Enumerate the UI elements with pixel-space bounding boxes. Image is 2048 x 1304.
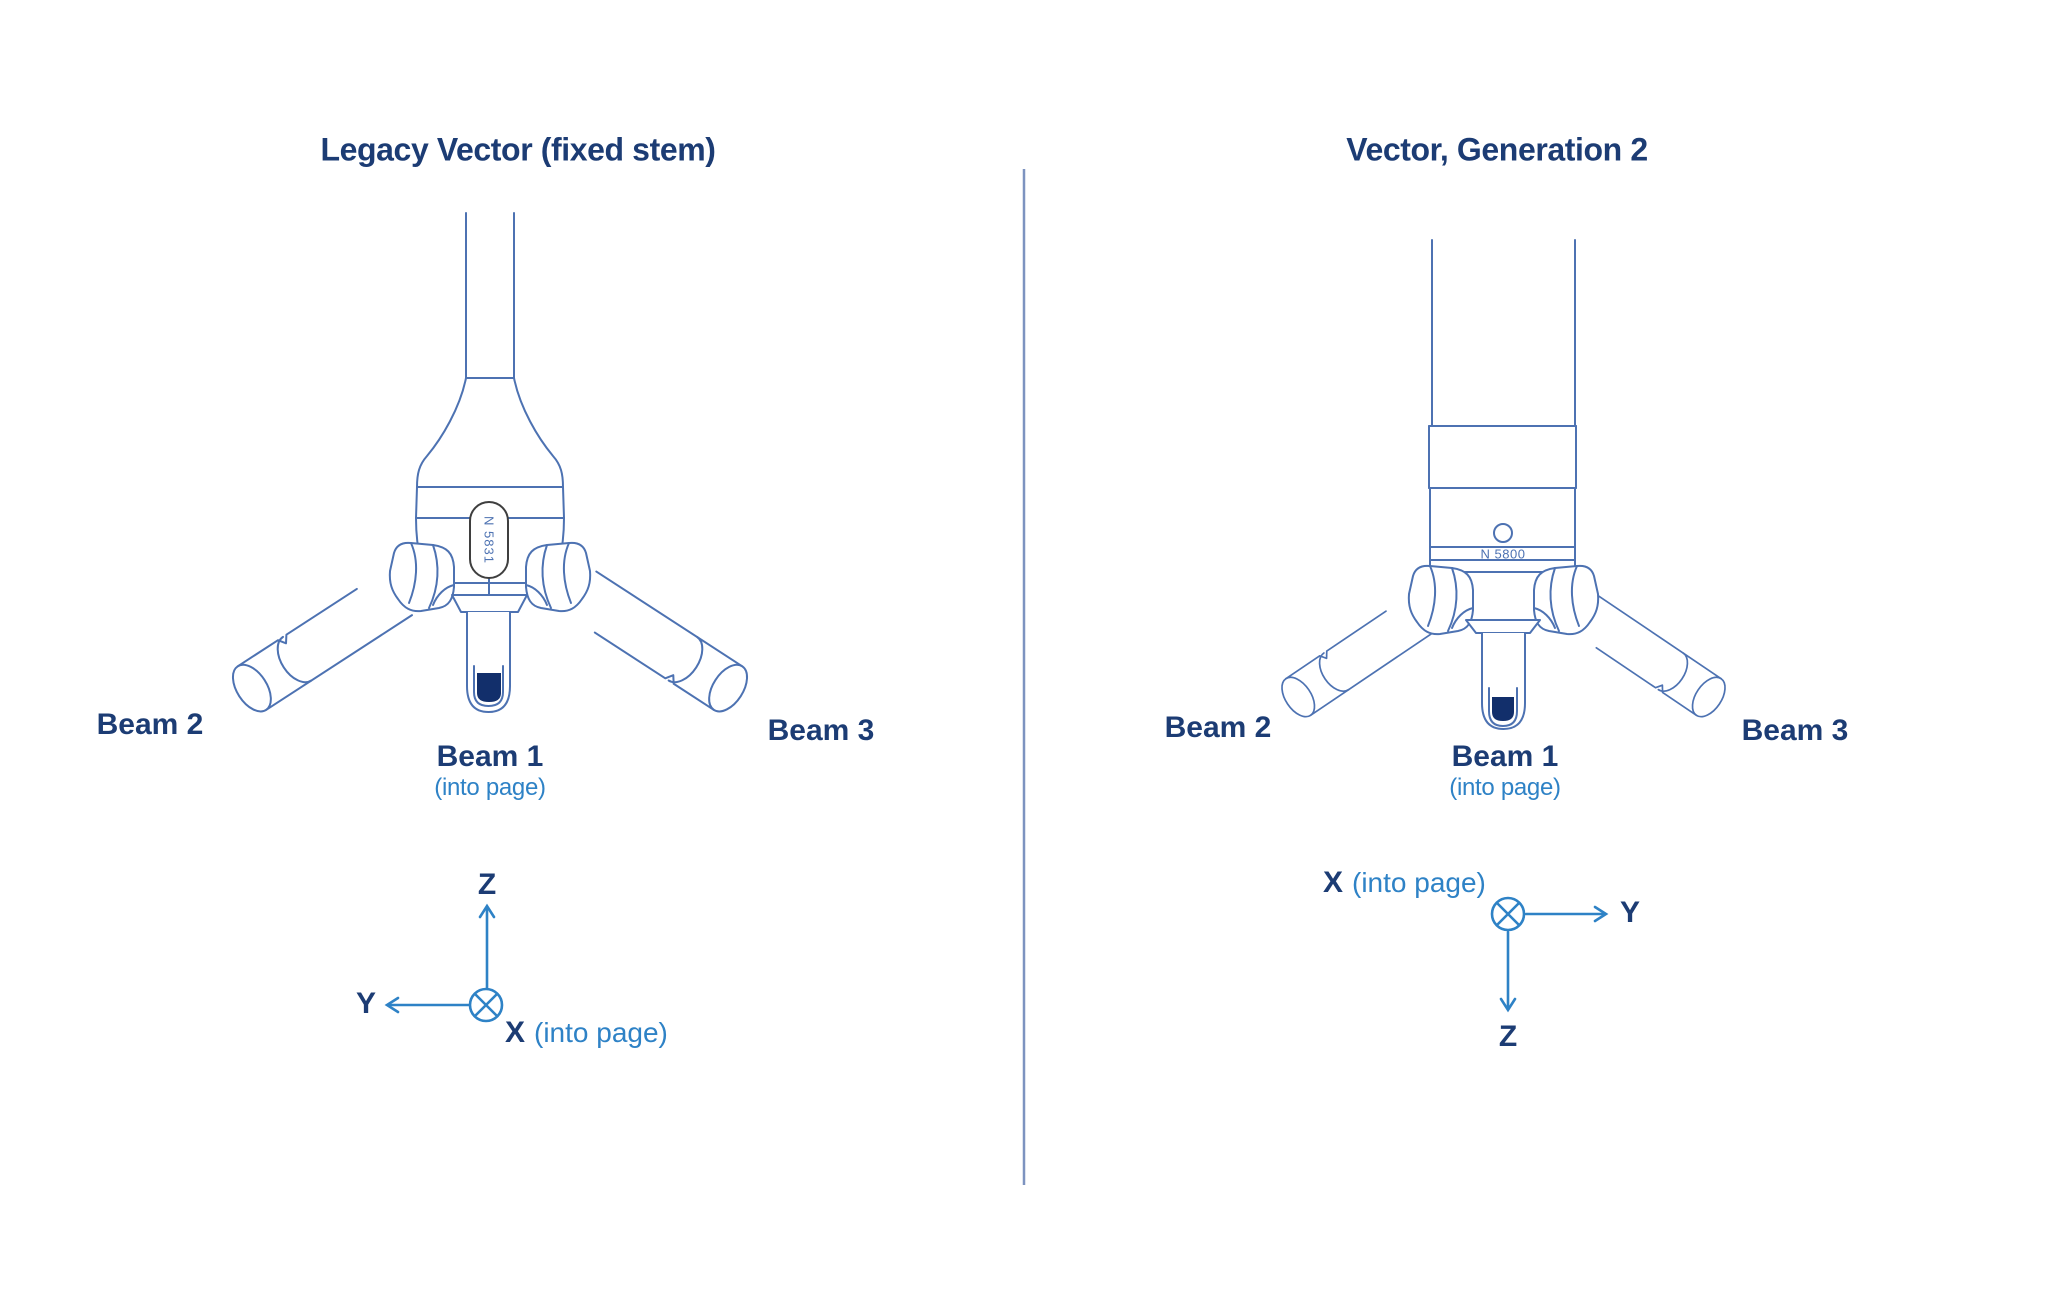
legacy-left-nut — [388, 541, 455, 613]
gen2-z-axis-label: Z — [1498, 1020, 1518, 1053]
gen2-beam3-label: Beam 3 — [1741, 714, 1849, 747]
legacy-beam3-cylinder — [566, 570, 756, 720]
gen2-x-into-page-icon — [1490, 896, 1526, 932]
gen2-beam3-cylinder — [1572, 595, 1733, 724]
legacy-beam1-note: (into page) — [434, 774, 546, 801]
legacy-serial-pill — [469, 501, 509, 579]
gen2-button-dot — [1493, 523, 1513, 543]
legacy-panel-title: Legacy Vector (fixed stem) — [320, 131, 716, 168]
gen2-axes — [1490, 896, 1609, 1013]
legacy-axes — [384, 903, 504, 1023]
gen2-beam2-label: Beam 2 — [1164, 711, 1272, 744]
gen2-x-letter: X — [1323, 866, 1344, 899]
legacy-beam2-cylinder — [224, 570, 414, 720]
legacy-x-into-page-icon — [468, 987, 504, 1023]
legacy-z-axis-label: Z — [477, 868, 497, 901]
gen2-beam2-cylinder — [1274, 595, 1435, 724]
legacy-instrument-drawing — [224, 212, 756, 720]
legacy-x-note: (into page) — [534, 1017, 668, 1048]
gen2-y-axis-label: Y — [1619, 896, 1641, 929]
legacy-beam3-label: Beam 3 — [767, 714, 875, 747]
gen2-beam1-face — [1492, 697, 1514, 721]
gen2-x-note: (into page) — [1352, 867, 1486, 898]
legacy-serial-label: N 5831 — [481, 516, 497, 564]
gen2-x-axis-label: X (into page) — [1323, 866, 1486, 900]
gen2-beam1-note: (into page) — [1449, 774, 1561, 801]
legacy-beam1-label: Beam 1 — [436, 740, 544, 773]
gen2-left-nut — [1407, 564, 1474, 636]
gen2-housing — [1428, 239, 1577, 620]
legacy-x-letter: X — [505, 1016, 526, 1049]
gen2-panel-title: Vector, Generation 2 — [1346, 131, 1648, 168]
gen2-instrument-drawing — [1274, 239, 1733, 730]
legacy-y-axis-label: Y — [355, 987, 377, 1020]
legacy-stem — [465, 212, 515, 379]
gen2-beam1-transducer — [1465, 619, 1541, 730]
legacy-x-axis-label: X (into page) — [505, 1016, 668, 1050]
legacy-right-nut — [525, 541, 592, 613]
gen2-right-nut — [1533, 564, 1600, 636]
gen2-beam1-label: Beam 1 — [1451, 740, 1559, 773]
gen2-serial-label: N 5800 — [1480, 546, 1526, 562]
legacy-beam1-face — [477, 673, 501, 702]
legacy-beam2-label: Beam 2 — [96, 708, 204, 741]
legacy-beam1-transducer — [451, 594, 528, 713]
